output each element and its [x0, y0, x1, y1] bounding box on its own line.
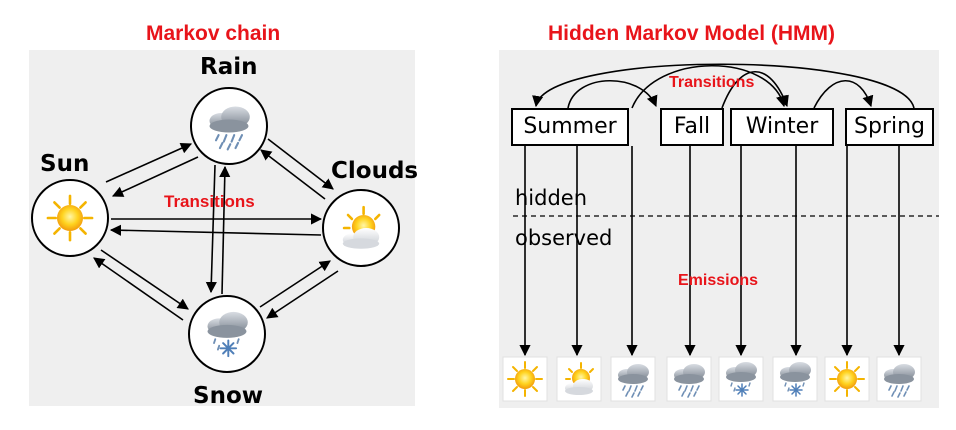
- obs-sun-icon: [829, 361, 865, 397]
- hmm-title: Hidden Markov Model (HMM): [548, 22, 835, 45]
- snow-label: Snow: [193, 383, 263, 409]
- markov-transitions-label: Transitions: [164, 192, 255, 211]
- rain-node: [190, 87, 268, 165]
- markov-transition-arrows: [93, 138, 339, 321]
- hmm-emissions-label: Emissions: [678, 272, 759, 289]
- markov-chain-title: Markov chain: [146, 22, 281, 45]
- hmm-emission-arrows: [519, 146, 905, 357]
- sun-label: Sun: [40, 151, 90, 177]
- observation-row: [502, 356, 922, 402]
- state-winter: Winter: [730, 108, 834, 146]
- obs-sun-icon: [507, 361, 543, 397]
- sun-icon: [46, 194, 94, 242]
- sun-node: [31, 179, 109, 257]
- observed-label: observed: [515, 226, 613, 250]
- snow-node: [188, 295, 266, 373]
- rain-label: Rain: [200, 54, 258, 80]
- clouds-node: [322, 189, 400, 267]
- state-fall: Fall: [660, 108, 724, 146]
- hmm-transitions-label: Transitions: [669, 74, 755, 91]
- hmm-transition-arcs: [532, 63, 915, 109]
- state-spring: Spring: [845, 108, 934, 146]
- state-summer: Summer: [511, 108, 629, 146]
- clouds-label: Clouds: [331, 158, 419, 184]
- hidden-label: hidden: [515, 186, 588, 210]
